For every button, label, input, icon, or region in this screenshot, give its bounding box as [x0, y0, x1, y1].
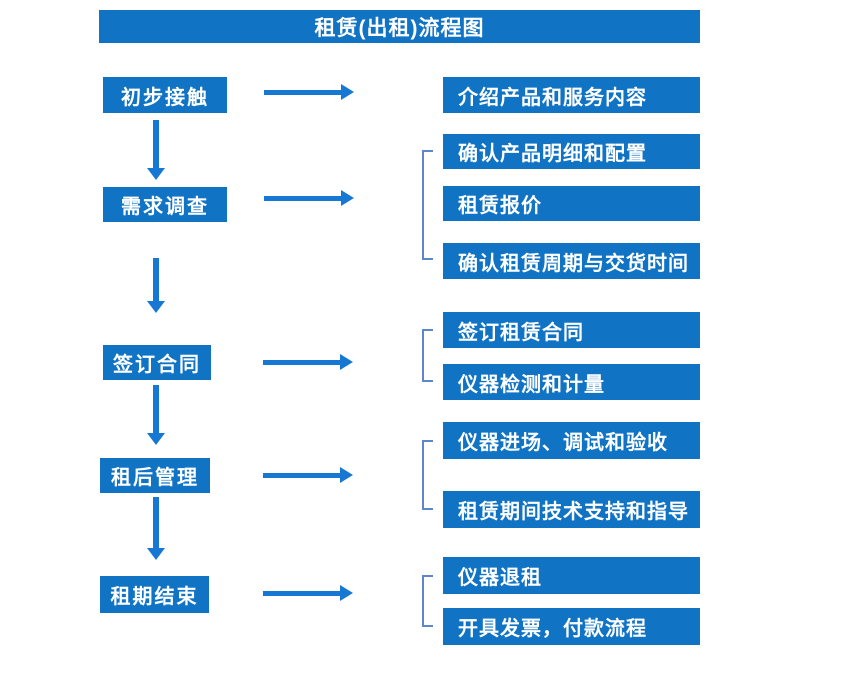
- detail-tech-support: 租赁期间技术支持和指导: [443, 491, 700, 528]
- step-sign-contract: 签订合同: [103, 345, 211, 380]
- right-arrow-icon: [264, 190, 354, 206]
- down-arrow-icon: [147, 385, 165, 445]
- flowchart-title: 租赁(出租)流程图: [99, 10, 700, 43]
- detail-instrument-setup-acceptance: 仪器进场、调试和验收: [443, 422, 700, 459]
- detail-invoice-payment: 开具发票，付款流程: [443, 608, 700, 645]
- down-arrow-icon: [147, 120, 165, 180]
- detail-rental-quote: 租赁报价: [443, 186, 700, 221]
- right-arrow-icon: [263, 585, 353, 601]
- down-arrow-icon: [147, 497, 165, 560]
- detail-confirm-product-details: 确认产品明细和配置: [443, 134, 700, 169]
- right-arrow-icon: [263, 467, 353, 483]
- right-arrow-icon: [263, 354, 353, 370]
- detail-sign-rental-contract: 签订租赁合同: [443, 312, 700, 348]
- group-bracket: [422, 150, 433, 260]
- group-bracket: [422, 440, 433, 510]
- step-requirement-survey: 需求调查: [103, 187, 227, 222]
- detail-instrument-testing: 仪器检测和计量: [443, 364, 700, 400]
- right-arrow-icon: [264, 84, 354, 100]
- down-arrow-icon: [147, 258, 165, 313]
- detail-instrument-return: 仪器退租: [443, 557, 700, 594]
- step-initial-contact: 初步接触: [103, 77, 227, 113]
- detail-confirm-rental-period: 确认租赁周期与交货时间: [443, 243, 700, 279]
- group-bracket: [422, 575, 433, 627]
- step-rental-end: 租期结束: [100, 576, 209, 613]
- group-bracket: [422, 329, 433, 382]
- detail-introduce-products: 介绍产品和服务内容: [443, 77, 700, 113]
- step-post-rental-management: 租后管理: [100, 458, 210, 493]
